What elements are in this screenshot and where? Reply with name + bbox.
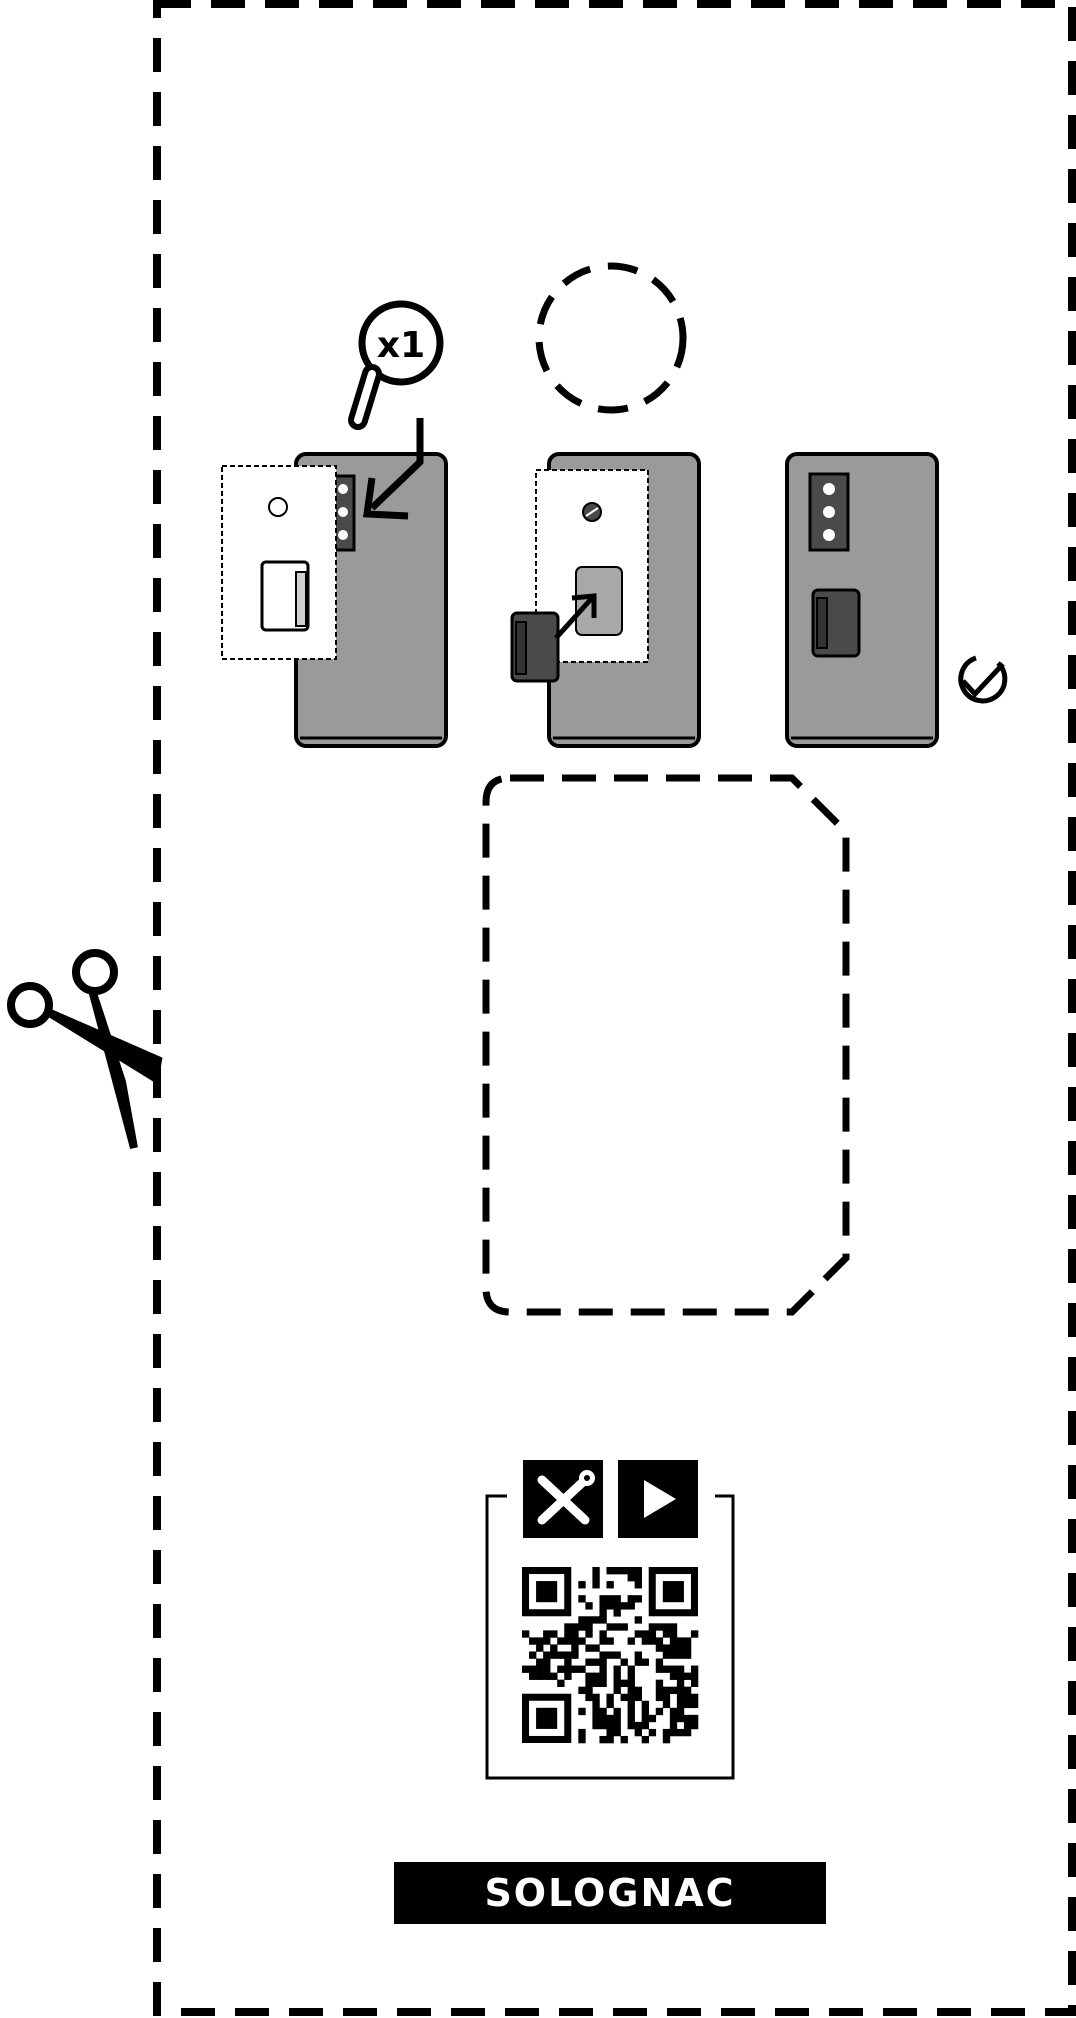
- device-step-2: [510, 452, 701, 748]
- brand-bar: SOLOGNAC: [394, 1862, 826, 1924]
- qr-frame: [485, 1494, 735, 1780]
- dashed-circle-placeholder: [535, 262, 687, 414]
- tools-icon: [523, 1460, 603, 1538]
- arrow-pointer-1: [363, 418, 424, 520]
- magnifier-icon: [348, 300, 444, 430]
- arrow-pointer-2: [554, 593, 597, 640]
- scissors-icon: [7, 949, 163, 1150]
- device-step-1: [221, 452, 448, 748]
- check-circle-icon: [958, 655, 1008, 704]
- play-icon: [618, 1460, 698, 1538]
- cut-line-border: [153, 0, 1076, 2016]
- qr-code: [522, 1567, 699, 1744]
- dashed-frame-placeholder: [482, 774, 850, 1316]
- brand-name: SOLOGNAC: [484, 1871, 736, 1915]
- quantity-label: x1: [377, 325, 425, 366]
- device-step-3: [785, 452, 939, 748]
